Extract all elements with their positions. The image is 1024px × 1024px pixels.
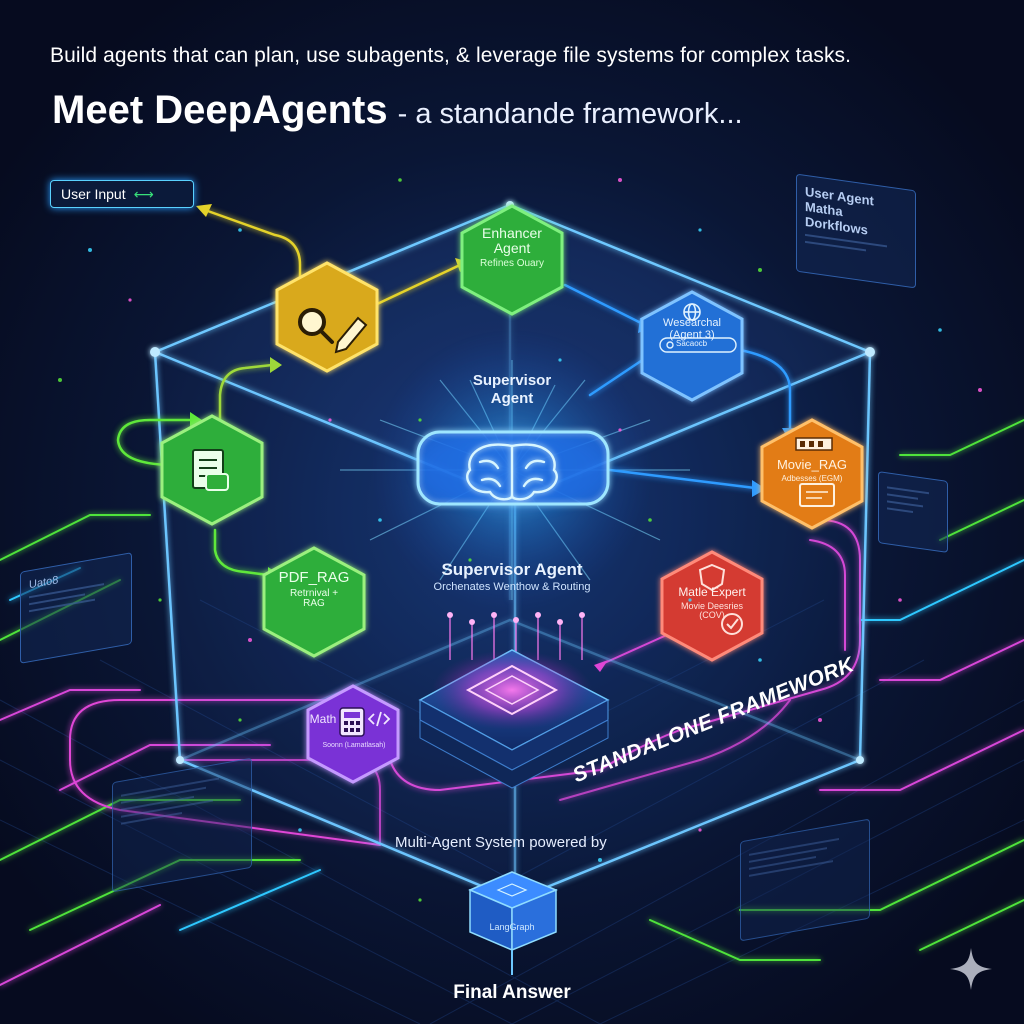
- final-answer-label: Final Answer: [453, 982, 571, 1003]
- pdf-rag-title: PDF_RAG: [278, 569, 350, 586]
- calculator-icon: [339, 707, 365, 737]
- tagline: Build agents that can plan, use subagent…: [50, 44, 852, 67]
- supervisor-top-label: Supervisor Agent: [472, 372, 552, 407]
- supervisor-main-title: Supervisor Agent: [441, 560, 583, 579]
- document-icon: [192, 449, 229, 491]
- side-card-top-right: User Agent Matha Dorkflows: [796, 173, 916, 289]
- supervisor-main-desc: Orchenates Wenthow & Routing: [433, 581, 591, 593]
- hex-search-edit: [275, 261, 379, 373]
- headline-subtitle: - a standande framework...: [397, 98, 743, 130]
- hex-nodes: [160, 204, 864, 784]
- hex-researcher: [640, 290, 744, 402]
- researcher-search-text: Sacaocb: [676, 339, 708, 348]
- search-bar-icon: [659, 337, 737, 353]
- pdf-rag-desc: Retrnival + RAG: [289, 587, 339, 610]
- movie-rag-desc: Adbesses (EGM): [781, 473, 843, 483]
- headline: Meet DeepAgents - a standande framework..…: [52, 88, 743, 133]
- floor-grid: [0, 599, 1024, 1024]
- pdf-rag-node: PDF_RAG Retrnival + RAG: [264, 570, 364, 610]
- hex-movie-rag: [760, 418, 864, 530]
- user-input-label: User Input: [61, 186, 126, 202]
- brain-icon: [466, 443, 558, 501]
- langgraph-label: LangGraph: [489, 922, 535, 932]
- particles: [58, 178, 982, 902]
- researcher-agent-title: Wesearchal (Agent 3): [663, 317, 721, 341]
- enhancer-agent-node: Enhancer Agent Refines Ouary: [462, 226, 562, 270]
- math-desc: Soonn (Lamatlasah): [322, 742, 386, 749]
- movie-rag-title: Movie_RAG: [776, 457, 848, 472]
- math-title: Math: [309, 712, 337, 726]
- headline-title: Meet DeepAgents: [52, 88, 388, 132]
- code-icon: [367, 711, 391, 727]
- hex-enhancer: [460, 204, 564, 316]
- math-expert-desc: Movie Deesries (COV): [680, 600, 744, 621]
- math-expert-title: Matle Expert: [678, 585, 746, 599]
- search-icon: [298, 308, 334, 344]
- researcher-agent-node: Wesearchal (Agent 3): [646, 317, 738, 341]
- supervisor-core: [416, 430, 610, 508]
- connectors: [116, 208, 792, 577]
- sparkle-icon: [950, 948, 992, 990]
- pencil-icon: [334, 316, 368, 354]
- side-card-right: [878, 471, 948, 553]
- film-strip-icon: [795, 437, 835, 507]
- globe-icon: [683, 303, 701, 321]
- math-expert-node: Matle Expert Movie Deesries (COV): [664, 586, 760, 620]
- movie-rag-node: Movie_RAG Adbesses (EGM): [764, 458, 860, 483]
- multi-agent-label: Multi-Agent System powered by: [395, 834, 607, 851]
- bidirectional-arrow-icon: ⟷: [133, 185, 154, 202]
- langgraph-cube: [468, 871, 558, 975]
- processing-chip: [418, 612, 610, 789]
- enhancer-agent-title: Enhancer Agent: [482, 225, 542, 256]
- side-card-top-right-title: User Agent Matha Dorkflows: [805, 183, 874, 238]
- user-input-chip: User Input ⟷: [50, 180, 194, 208]
- shield-icon: [698, 563, 743, 635]
- hex-pdf-rag: [262, 546, 366, 658]
- enhancer-agent-desc: Refines Ouary: [480, 258, 544, 270]
